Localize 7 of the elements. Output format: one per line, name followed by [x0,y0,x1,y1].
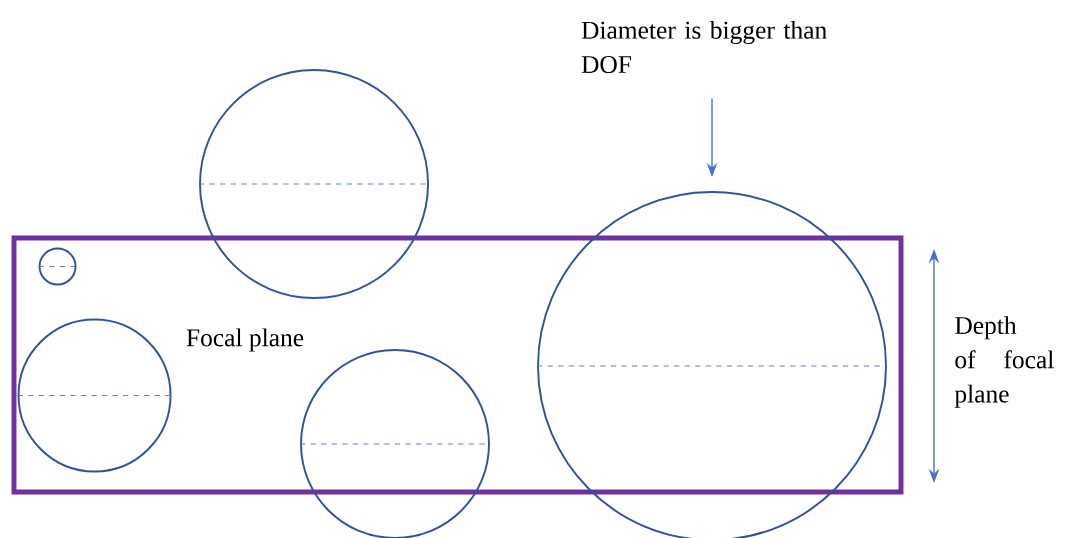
circle [198,69,430,299]
circle [38,247,77,286]
annotation-text: Diameter is bigger than DOF [581,20,827,74]
circle [17,318,172,473]
dimension-label: Depth of focal plane [954,316,1054,408]
circle [536,191,888,538]
focal-plane-box: Focal plane [11,235,904,495]
